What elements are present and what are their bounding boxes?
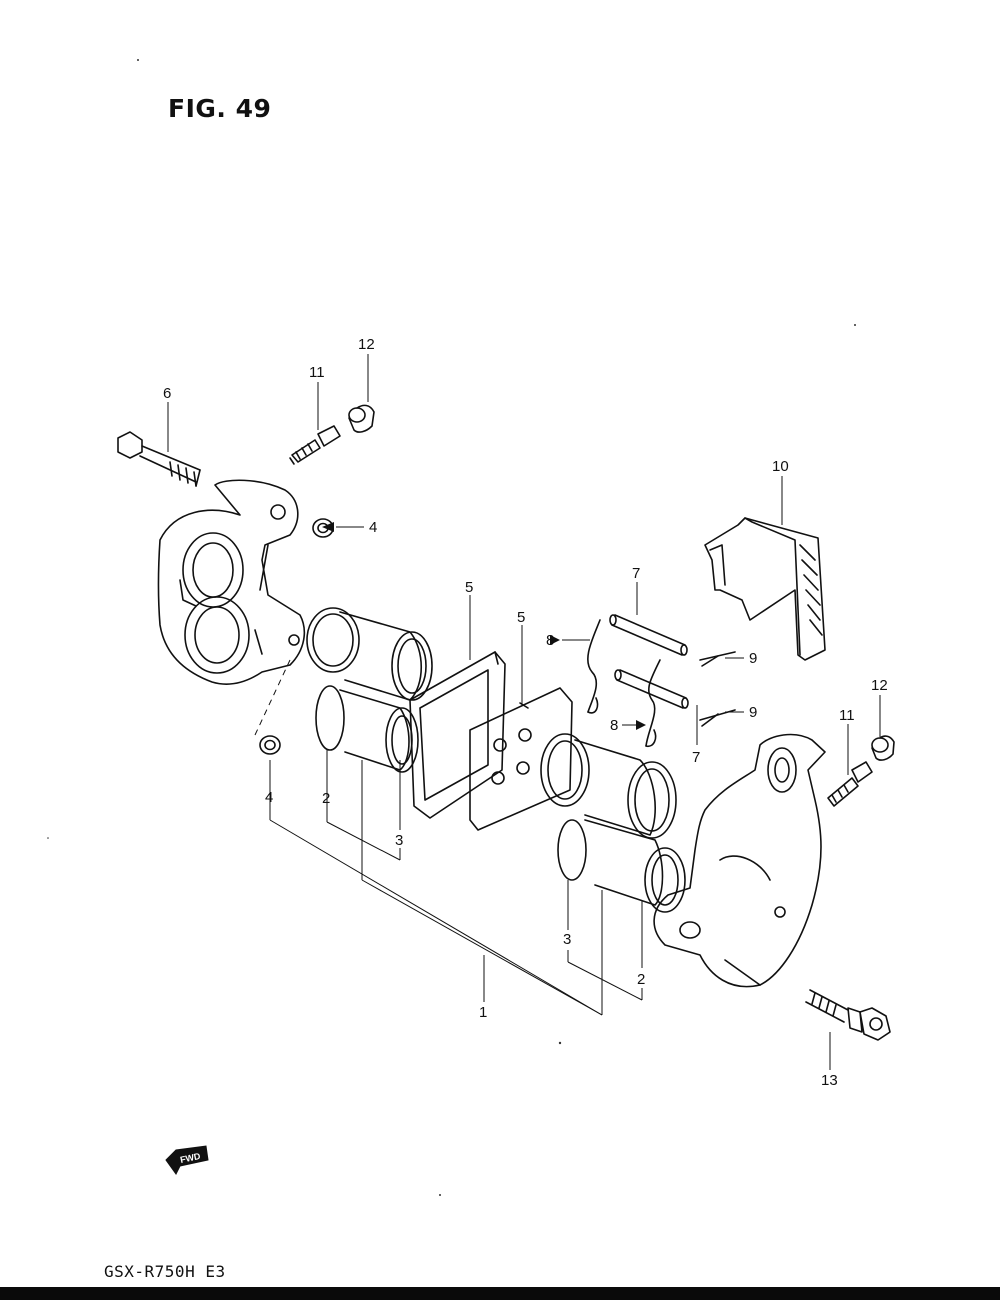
figure-title: FIG. 49 (168, 94, 272, 123)
left-piston-set (306, 607, 433, 773)
callout-6: 6 (163, 385, 171, 402)
spring-8-top (587, 619, 601, 714)
washer-4-bottom (259, 735, 281, 755)
callout-2-right: 2 (637, 971, 645, 988)
callout-9-top: 9 (749, 650, 757, 667)
callout-8-top: 8 (546, 632, 554, 649)
brake-pad-5-right (469, 687, 573, 831)
callout-10: 10 (772, 458, 789, 475)
brake-pad-5-left (409, 651, 506, 819)
callout-12-left: 12 (358, 336, 375, 353)
callout-4-bottom: 4 (265, 789, 273, 806)
callout-12-right: 12 (871, 677, 888, 694)
callout-5-left: 5 (465, 579, 473, 596)
callout-5-right: 5 (517, 609, 525, 626)
bleeder-valve-11-right (827, 761, 873, 807)
bottom-border (0, 1287, 1000, 1300)
spring-8-bottom (645, 659, 661, 748)
model-code: GSX-R750H E3 (104, 1262, 226, 1281)
callout-7-bottom: 7 (692, 749, 700, 766)
left-caliper-body (157, 479, 306, 685)
callout-11-left: 11 (309, 364, 325, 381)
bleeder-cap-12-right (871, 735, 895, 761)
callout-9-bottom: 9 (749, 704, 757, 721)
callout-7-top: 7 (632, 565, 640, 582)
bleeder-valve-11-left (289, 425, 341, 465)
pad-pin-7-bottom (614, 669, 689, 709)
clip-9-top (699, 651, 736, 667)
callout-8-bottom: 8 (610, 717, 618, 734)
callout-13: 13 (821, 1072, 838, 1089)
callout-2-left: 2 (322, 790, 330, 807)
right-piston-set (540, 733, 686, 913)
fwd-arrow-icon: FWD (165, 1145, 209, 1175)
callout-3-right: 3 (563, 931, 571, 948)
right-caliper-body (653, 733, 826, 988)
bolt-6 (117, 431, 201, 487)
callout-11-right: 11 (839, 707, 855, 724)
bolt-13 (805, 989, 891, 1041)
callout-3-left: 3 (395, 832, 403, 849)
fwd-label: FWD (179, 1151, 202, 1165)
pad-pin-7-top (609, 614, 688, 656)
callout-1: 1 (479, 1004, 487, 1021)
pad-cover-10 (704, 517, 826, 661)
bleeder-cap-12-left (348, 404, 375, 433)
callout-4-top: 4 (369, 519, 377, 536)
